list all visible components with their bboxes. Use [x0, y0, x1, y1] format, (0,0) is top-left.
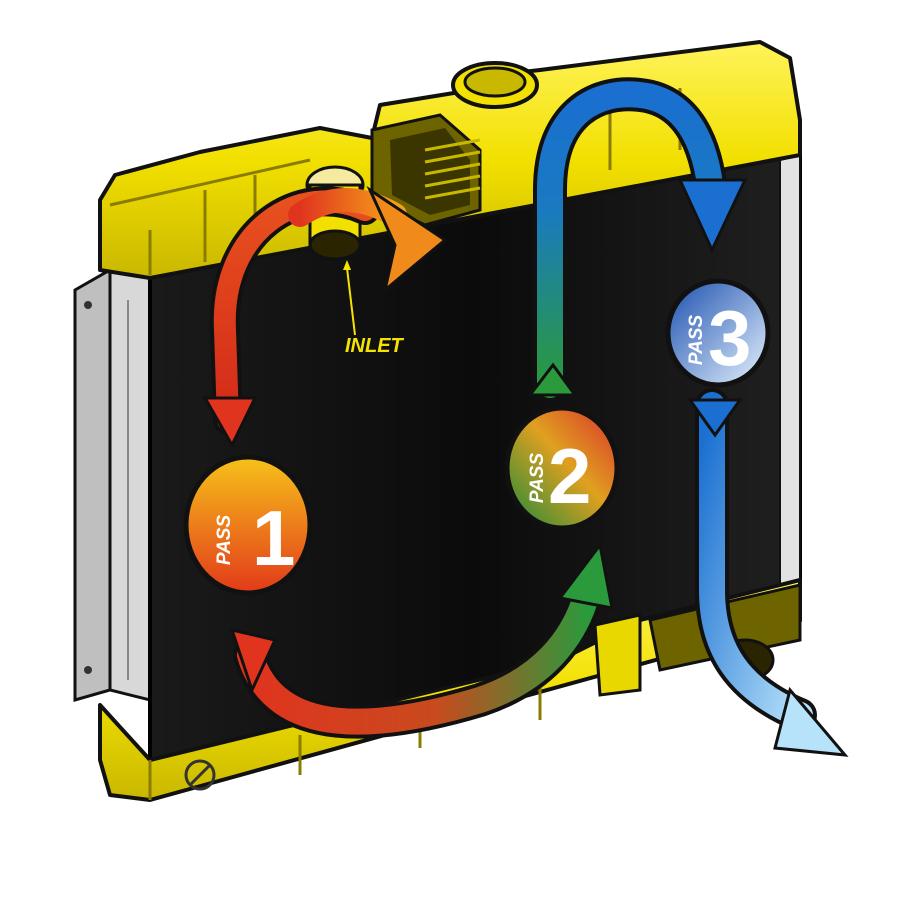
pass1-badge: PASS 1: [183, 454, 313, 596]
pass2-number: 2: [548, 432, 591, 520]
inlet-label: INLET: [345, 335, 405, 357]
pass3-outlet-arrow: [687, 388, 849, 757]
side-fin-plate: [73, 258, 152, 702]
pass3-word: PASS: [686, 315, 707, 366]
pass1-number: 1: [252, 494, 295, 582]
pass2-word: PASS: [527, 453, 548, 504]
pass2-to-pass3-arrow: [526, 77, 748, 402]
inlet-arrow: [288, 185, 448, 294]
inlet-callout: INLET: [343, 260, 405, 357]
pass1-word: PASS: [214, 515, 235, 566]
pass2-badge: PASS 2: [504, 405, 620, 531]
cutaway-fins: [424, 138, 481, 200]
pass1-to-pass2-arrow: [229, 541, 614, 739]
pass3-number: 3: [708, 294, 751, 382]
pass3-badge: PASS 3: [665, 278, 771, 388]
